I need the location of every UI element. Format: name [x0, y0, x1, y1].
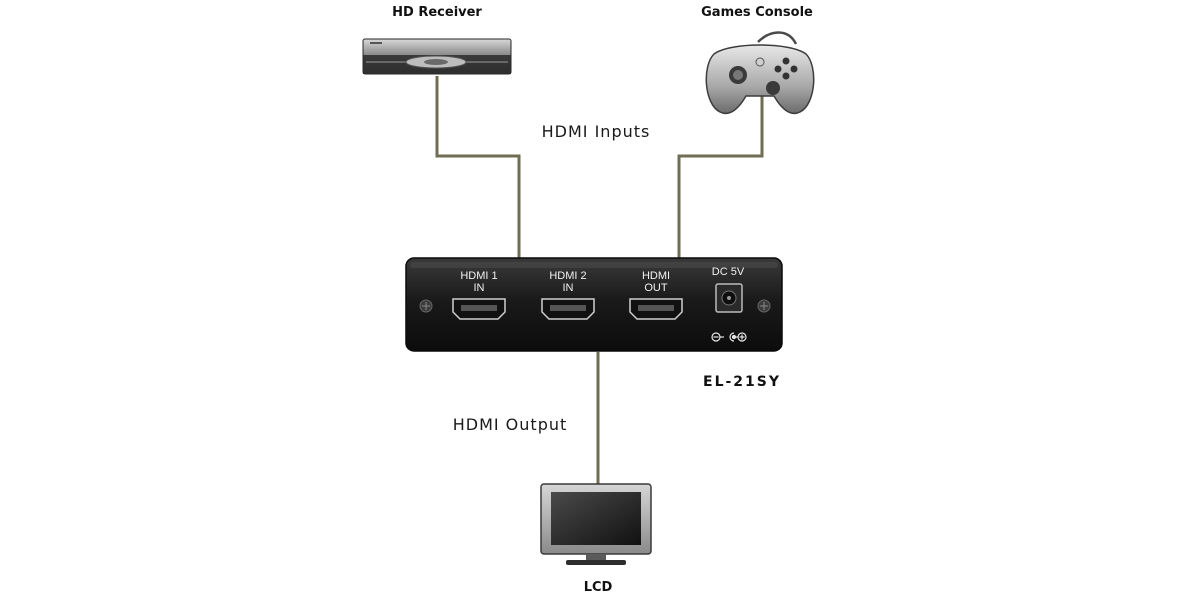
hdmi-inputs-label: HDMI Inputs — [542, 122, 651, 141]
cable-games-console — [677, 96, 764, 262]
screw-icon — [419, 299, 433, 313]
hd-receiver-label: HD Receiver — [392, 5, 482, 20]
port-label-hdmi2-in: IN — [563, 282, 574, 294]
port-label-hdmi-out: HDMI — [642, 270, 670, 282]
switch-box: HDMI 1 IN HDMI 2 IN HDMI OUT DC 5V — [405, 257, 783, 352]
lcd-label: LCD — [584, 580, 613, 595]
hdmi-port-icon — [541, 298, 595, 320]
hdmi-port-icon — [629, 298, 683, 320]
port-label-hdmi1-in: IN — [474, 282, 485, 294]
games-console-label: Games Console — [701, 5, 813, 20]
model-label: EL-21SY — [703, 374, 781, 390]
port-label-hdmi2: HDMI 2 — [549, 270, 586, 282]
game-controller-icon — [705, 31, 815, 115]
hdmi-port-icon — [452, 298, 506, 320]
lcd-monitor-icon — [540, 483, 652, 565]
hd-receiver-icon — [362, 38, 512, 75]
cables — [435, 76, 764, 488]
power-label: DC 5V — [712, 266, 745, 278]
port-label-hdmi1: HDMI 1 — [460, 270, 497, 282]
screw-icon — [757, 299, 771, 313]
port-label-hdmi-out-2: OUT — [644, 282, 668, 294]
power-jack-icon — [715, 283, 743, 313]
cable-hd-receiver — [435, 76, 521, 262]
polarity-icon — [711, 332, 747, 342]
hdmi-output-label: HDMI Output — [453, 415, 568, 434]
